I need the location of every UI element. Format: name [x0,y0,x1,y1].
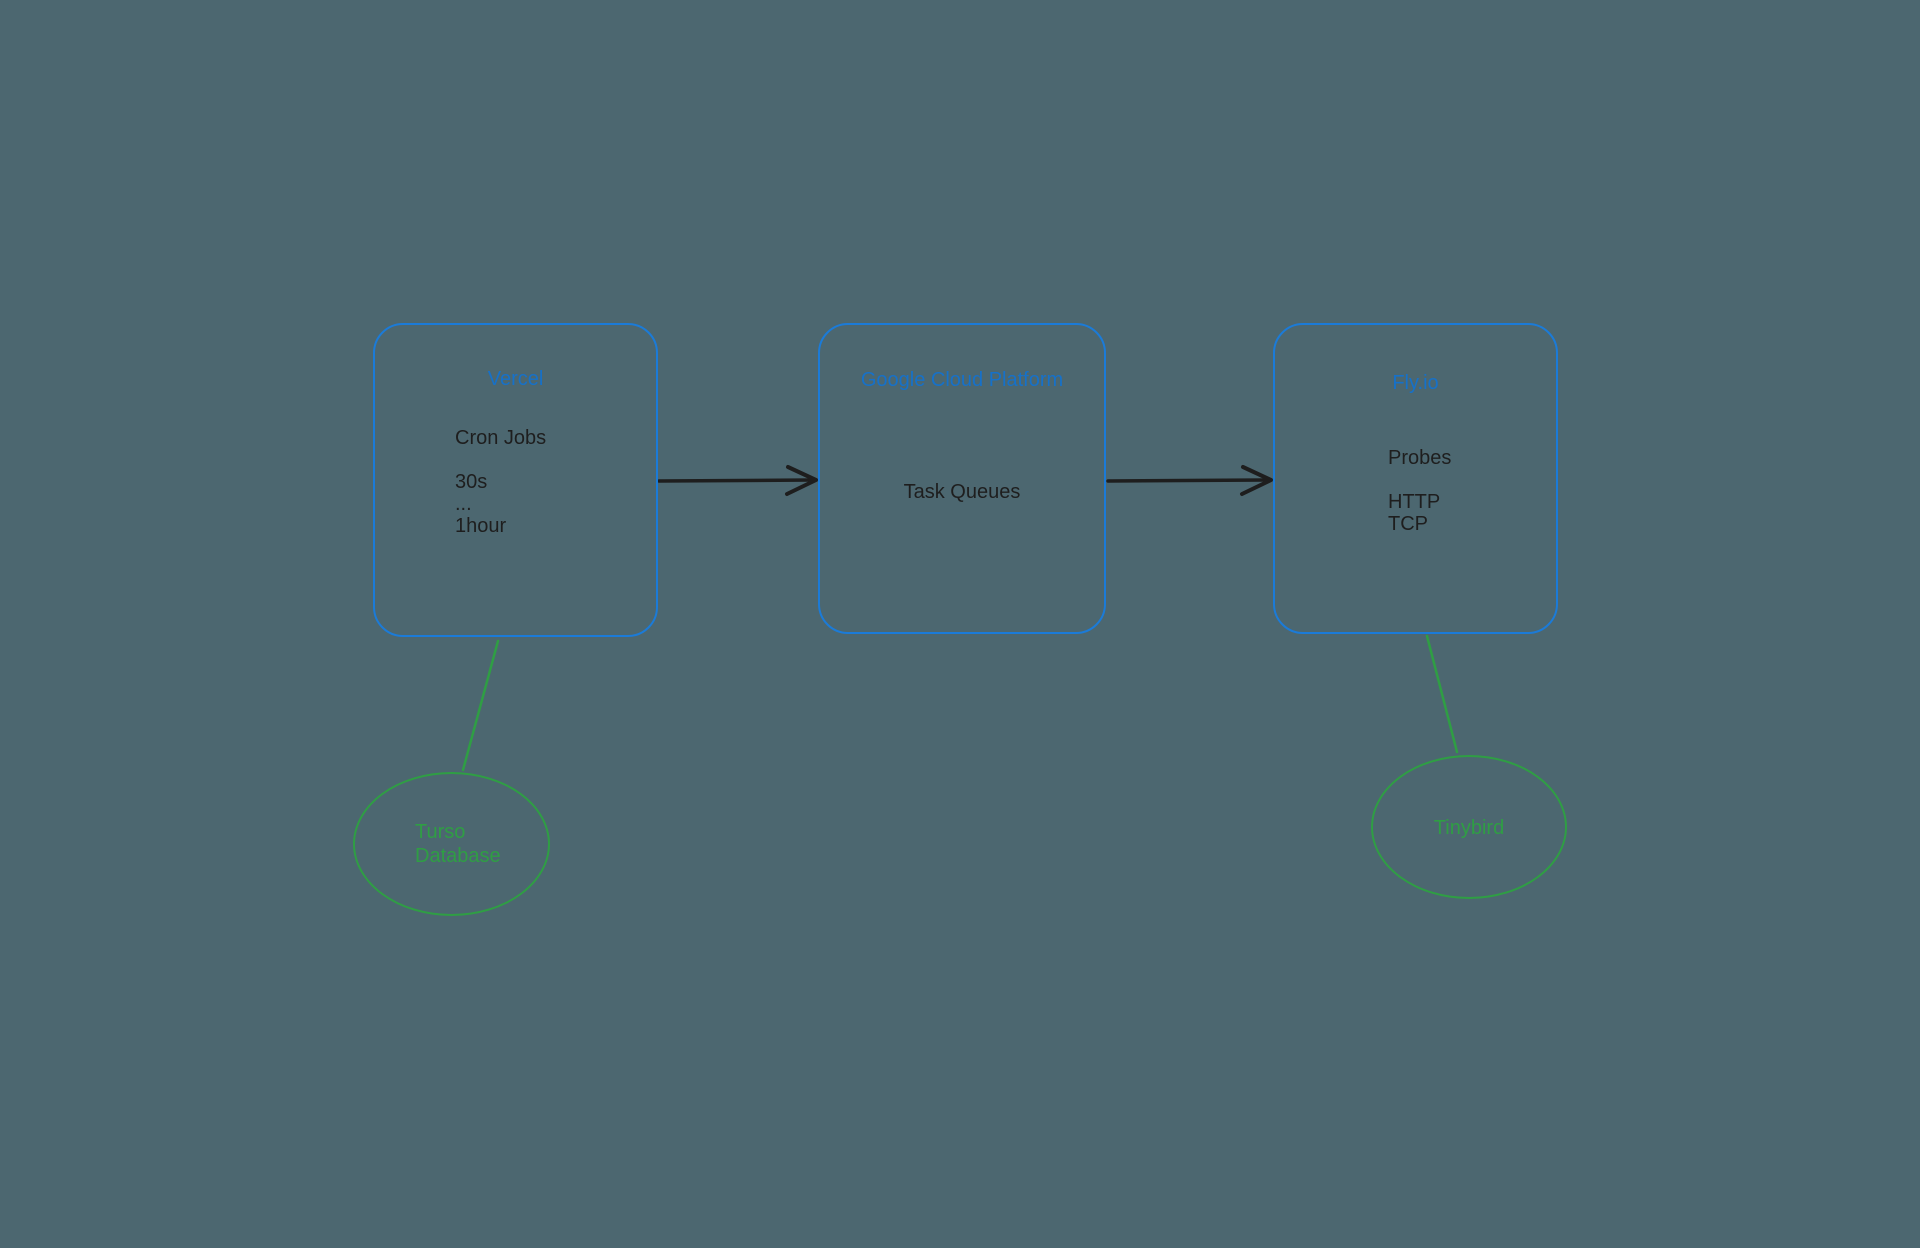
arrow-gcp-to-flyio [1106,465,1273,496]
ellipse-turso-label: Turso Database [415,821,501,867]
ellipse-turso [353,772,550,916]
node-flyio-title: Fly.io [1392,372,1439,394]
node-vercel-title: Vercel [487,368,544,390]
node-gcp [818,323,1106,634]
node-flyio-body: Probes HTTP TCP [1388,447,1452,535]
connector-vercel-to-turso [461,639,500,772]
node-gcp-body: Task Queues [903,481,1021,503]
node-gcp-title: Google Cloud Platform [860,369,1064,391]
connector-flyio-to-tinybird [1425,634,1459,754]
ellipse-tinybird-label: Tinybird [1433,817,1505,839]
node-vercel [373,323,658,637]
node-flyio [1273,323,1558,634]
ellipse-tinybird [1371,755,1567,899]
node-vercel-body: Cron Jobs 30s ... 1hour [455,427,547,537]
arrow-vercel-to-gcp [657,465,818,496]
